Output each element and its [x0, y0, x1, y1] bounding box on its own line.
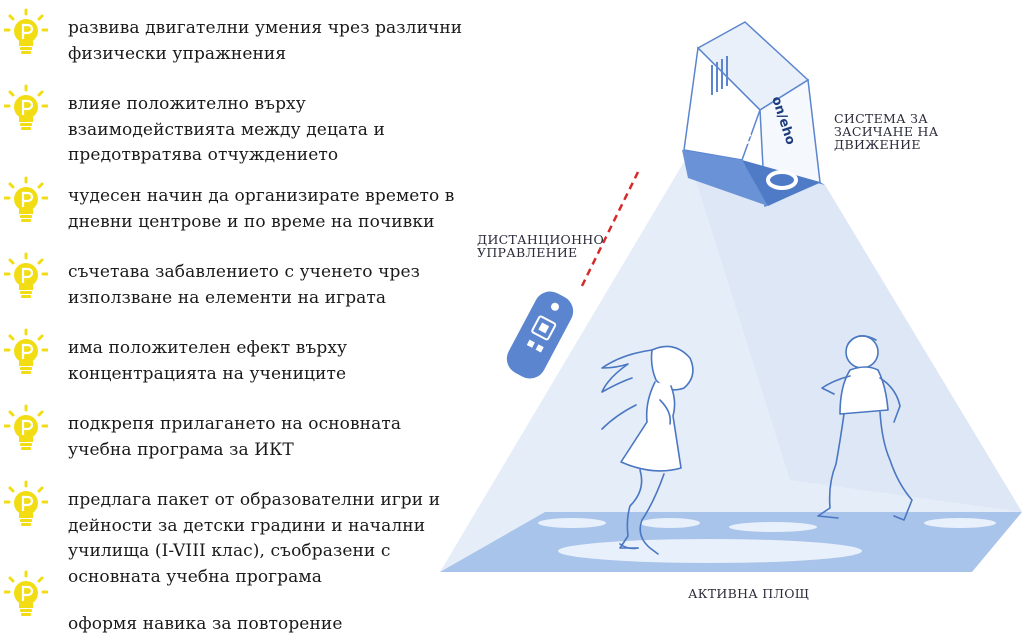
active-area-label: АКТИВНА ПЛОЩ	[688, 586, 810, 601]
benefit-text: оформя навика за повторение	[68, 614, 343, 634]
floor-circles	[538, 518, 996, 563]
lightbulb-icon	[4, 480, 48, 526]
benefit-text: влияе положително върху взаимодействията…	[68, 94, 385, 165]
projector-device: on/eho	[682, 21, 825, 208]
projection-scene: on/eho	[440, 21, 1022, 572]
system-illustration: on/eho	[430, 0, 1036, 642]
remote-control-icon	[506, 291, 574, 379]
benefit-text: развива двигателни умения чрез различни …	[68, 18, 463, 64]
lightbulb-icon	[4, 8, 48, 54]
benefit-text: съчетава забавлението с ученето чрез изп…	[68, 262, 420, 308]
lightbulb-icon	[4, 328, 48, 374]
benefit-text: чудесен начин да организирате времето в …	[68, 186, 455, 232]
benefit-text: предлага пакет от образователни игри и д…	[68, 490, 441, 587]
remote-control-label: ДИСТАНЦИОННО УПРАВЛЕНИЕ	[477, 232, 605, 260]
lightbulb-icon	[4, 84, 48, 130]
lightbulb-icon	[4, 252, 48, 298]
benefits-list: развива двигателни умения чрез различни …	[0, 0, 470, 642]
lightbulb-icon	[4, 404, 48, 450]
girl-figure	[601, 345, 694, 555]
laser-line	[578, 171, 640, 291]
lightbulb-icon	[4, 176, 48, 222]
benefit-text: има положителен ефект върху концентрация…	[68, 338, 348, 384]
boy-figure	[817, 335, 913, 521]
tracking-system-label: СИСТЕМА ЗА ЗАСИЧАНЕ НА ДВИЖЕНИЕ	[834, 111, 939, 152]
benefit-text: подкрепя прилагането на основната учебна…	[68, 414, 402, 460]
lightbulb-icon	[4, 570, 48, 616]
lens-icon	[766, 170, 798, 190]
